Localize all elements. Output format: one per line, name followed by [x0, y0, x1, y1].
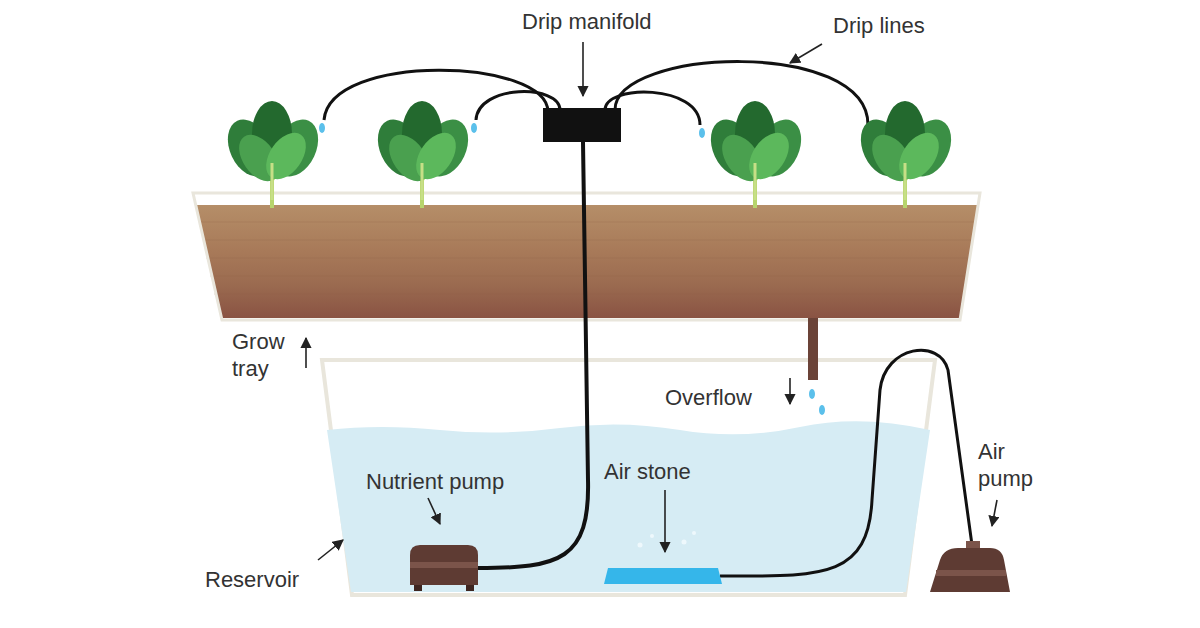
water-drop: [819, 405, 825, 415]
part-label: Grow tray: [232, 328, 294, 382]
part-label: Drip lines: [833, 12, 925, 39]
air-stone: [604, 568, 722, 584]
leader-arrows: [306, 42, 997, 560]
nutrient-pump: [410, 545, 478, 591]
plant: [369, 101, 477, 208]
plant: [702, 101, 810, 208]
part-label: Air stone: [604, 458, 691, 485]
plant: [852, 101, 960, 208]
part-label: Reservoir: [205, 566, 299, 593]
part-label: Nutrient pump: [366, 468, 504, 495]
plant: [219, 101, 327, 208]
drip-manifold: [543, 108, 621, 142]
part-label: Drip manifold: [522, 8, 652, 35]
air-tube: [720, 350, 972, 576]
air-pump: [930, 541, 1010, 592]
overflow-pipe: [808, 318, 818, 380]
soil-texture: [200, 222, 975, 294]
part-label: Air pump: [978, 438, 1040, 492]
air-bubbles: [638, 531, 697, 548]
part-label: Overflow: [665, 384, 752, 411]
water-drop: [809, 389, 815, 399]
supply-tube: [478, 142, 588, 568]
reservoir-tank: [322, 360, 935, 595]
